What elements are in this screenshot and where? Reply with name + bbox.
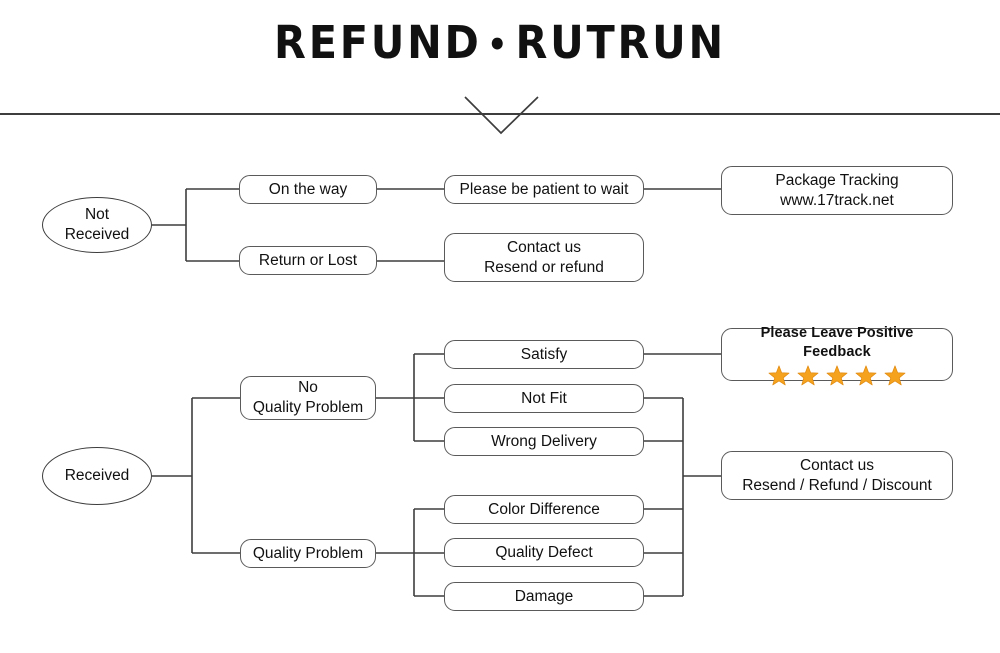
node-not-fit[interactable]: Not Fit: [444, 384, 644, 413]
node-no-quality-problem-line1: No: [298, 379, 318, 397]
star-rating[interactable]: [768, 364, 906, 387]
node-on-the-way-label: On the way: [268, 180, 348, 198]
node-contact-us-resolution[interactable]: Contact us Resend / Refund / Discount: [721, 451, 953, 500]
node-return-or-lost-label: Return or Lost: [258, 251, 358, 269]
node-on-the-way[interactable]: On the way: [239, 175, 377, 204]
node-not-received[interactable]: Not Received: [42, 197, 152, 253]
node-color-difference[interactable]: Color Difference: [444, 495, 644, 524]
node-satisfy-label: Satisfy: [520, 345, 568, 363]
node-not-received-line2: Received: [64, 226, 130, 243]
node-damage[interactable]: Damage: [444, 582, 644, 611]
node-wrong-delivery[interactable]: Wrong Delivery: [444, 427, 644, 456]
title-separator-dot: •: [487, 25, 510, 66]
node-not-received-line1: Not: [84, 206, 110, 224]
node-damage-label: Damage: [514, 587, 574, 605]
node-no-quality-problem[interactable]: No Quality Problem: [240, 376, 376, 420]
node-resolution-line1: Contact us: [799, 456, 875, 474]
node-please-be-patient-label: Please be patient to wait: [459, 180, 629, 198]
star-icon[interactable]: [884, 364, 906, 387]
star-icon[interactable]: [855, 364, 877, 387]
star-icon[interactable]: [768, 364, 790, 387]
node-quality-problem[interactable]: Quality Problem: [240, 539, 376, 568]
node-positive-feedback[interactable]: Please Leave Positive Feedback: [721, 325, 953, 385]
node-no-quality-problem-line2: Quality Problem: [252, 399, 364, 416]
title-sub: RUTRUN: [515, 16, 726, 69]
node-package-tracking-url: www.17track.net: [780, 191, 894, 209]
star-icon[interactable]: [826, 364, 848, 387]
chevron-down-icon: [464, 96, 539, 135]
node-contact-us-resend-refund[interactable]: Contact us Resend or refund: [444, 233, 644, 282]
node-resolution-line2: Resend / Refund / Discount: [742, 476, 932, 494]
title-main: REFUND: [274, 16, 482, 69]
node-received[interactable]: Received: [42, 447, 152, 505]
node-quality-defect[interactable]: Quality Defect: [444, 538, 644, 567]
node-return-or-lost[interactable]: Return or Lost: [239, 246, 377, 275]
feedback-label: Please Leave Positive Feedback: [760, 325, 914, 360]
node-quality-defect-label: Quality Defect: [495, 543, 593, 561]
node-please-be-patient[interactable]: Please be patient to wait: [444, 175, 644, 204]
node-package-tracking-line1: Package Tracking: [775, 171, 899, 189]
star-icon[interactable]: [797, 364, 819, 387]
node-color-difference-label: Color Difference: [488, 500, 600, 518]
node-wrong-delivery-label: Wrong Delivery: [491, 432, 597, 450]
node-contact-us-line2: Resend or refund: [484, 258, 604, 276]
node-satisfy[interactable]: Satisfy: [444, 340, 644, 369]
node-not-fit-label: Not Fit: [521, 389, 567, 407]
node-received-label: Received: [64, 467, 130, 485]
node-contact-us-line1: Contact us: [506, 238, 582, 256]
page-title: REFUND•RUTRUN: [40, 18, 960, 68]
node-package-tracking[interactable]: Package Tracking www.17track.net: [721, 166, 953, 215]
node-quality-problem-label: Quality Problem: [252, 544, 364, 562]
